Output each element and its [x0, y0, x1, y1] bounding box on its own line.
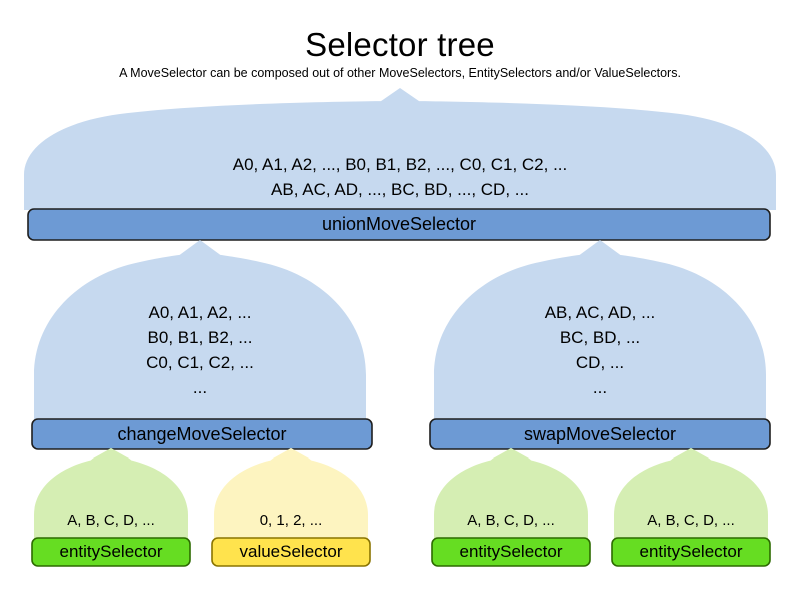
entity-change-box[interactable]	[31, 537, 191, 567]
swap-balloon	[434, 240, 766, 420]
page-subtitle: A MoveSelector can be composed out of ot…	[119, 66, 681, 80]
change-label[interactable]: changeMoveSelector	[117, 423, 287, 444]
entity-swap-left-box[interactable]	[431, 537, 591, 567]
entity-swap-right-balloon	[614, 448, 768, 540]
union-label[interactable]: unionMoveSelector	[321, 214, 477, 234]
entity-swap-left-label[interactable]: entitySelector	[459, 542, 563, 561]
entity-swap-right-label[interactable]: entitySelector	[639, 542, 743, 561]
value-change-balloon	[214, 448, 368, 540]
value-change-label[interactable]: valueSelector	[239, 542, 343, 561]
change-bar[interactable]	[31, 418, 373, 450]
entity-change-balloon	[34, 448, 188, 540]
swap-bar[interactable]	[429, 418, 771, 450]
change-balloon	[34, 240, 366, 420]
union-bar[interactable]	[27, 208, 771, 241]
value-change-box[interactable]	[211, 537, 371, 567]
page-title: Selector tree	[305, 26, 495, 63]
swap-label[interactable]: swapMoveSelector	[523, 423, 677, 444]
entity-change-label[interactable]: entitySelector	[59, 542, 163, 561]
union-balloon	[24, 88, 776, 210]
entity-swap-right-box[interactable]	[611, 537, 771, 567]
entity-swap-left-balloon	[434, 448, 588, 540]
